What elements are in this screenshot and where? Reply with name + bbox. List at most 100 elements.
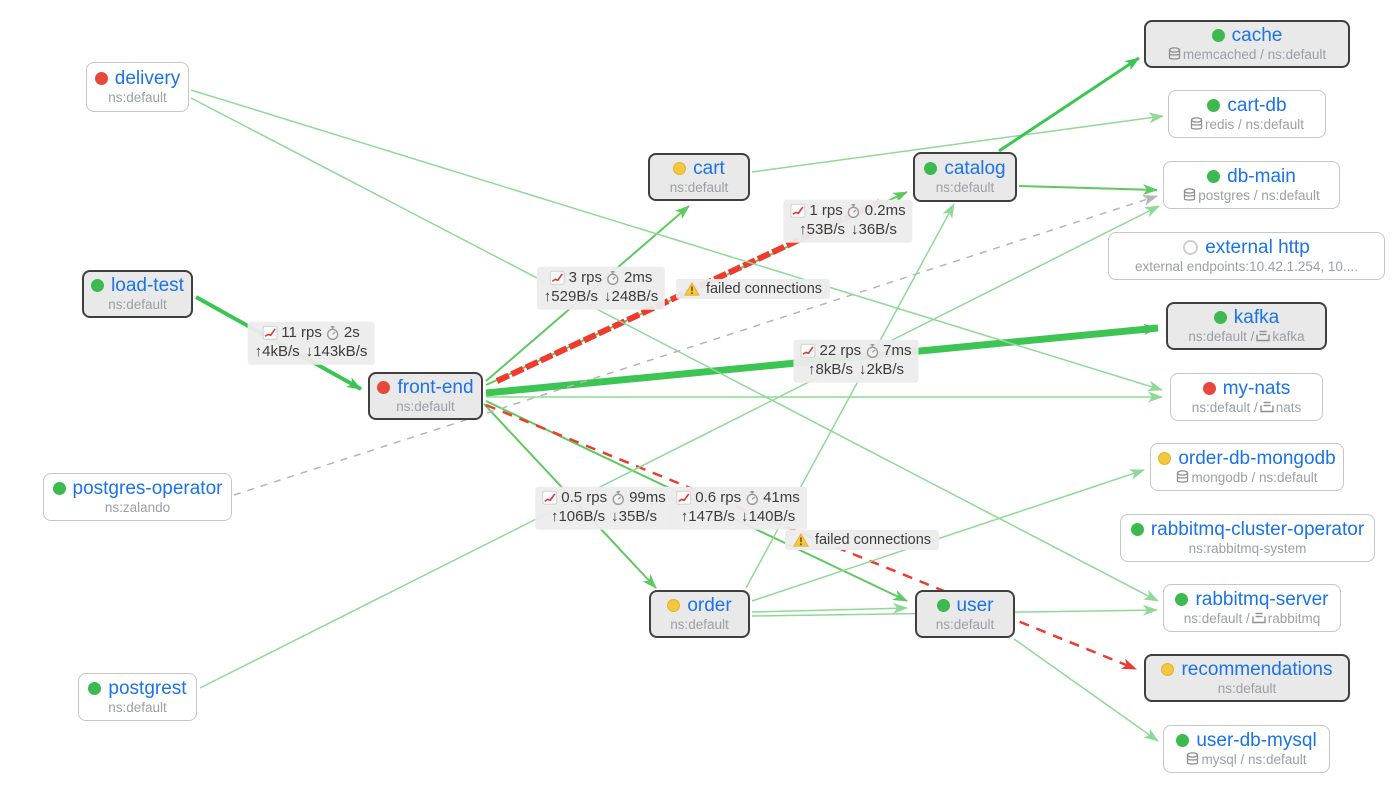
edge-user-to-user-db-mysql (1013, 638, 1159, 742)
edge-metrics-front-end-kafka: 22 rps 7ms ↑8kB/s ↓2kB/s (793, 339, 919, 383)
subtitle-text: ns:zalando (104, 499, 171, 515)
warning-text: failed connections (705, 281, 823, 297)
metric-line-1: 22 rps 7ms (800, 341, 912, 361)
latency: 7ms (883, 341, 912, 359)
rabbitmq-server-status-dot (1175, 593, 1189, 607)
postgrest-subtitle: ns:default (108, 700, 167, 716)
node-header: db-main (1207, 166, 1296, 187)
rabbitmq-cluster-operator-status-dot (1130, 523, 1144, 537)
download-throughput: ↓143kB/s (305, 342, 368, 360)
subtitle-text: ns:default / (1188, 328, 1255, 344)
node-header: rabbitmq-server (1175, 589, 1329, 610)
download-throughput: ↓2kB/s (858, 360, 905, 378)
cache-title: cache (1231, 24, 1283, 46)
metric-line-2: ↑53B/s ↓36B/s (790, 221, 905, 240)
upload-throughput: ↑8kB/s (807, 360, 853, 378)
metric-line-2: ↑8kB/s ↓2kB/s (800, 361, 911, 380)
edge-warning-front-end-recommendations: failed connections (784, 530, 940, 550)
catalog-status-dot (924, 162, 938, 176)
warning-text: failed connections (814, 532, 932, 548)
request-rate: 22 rps (819, 341, 862, 359)
request-rate: 1 rps (809, 201, 843, 219)
db-main-subtitle: postgres / ns:default (1183, 188, 1320, 204)
edge-order-to-order-db-mongodb (751, 469, 1145, 602)
metric-line-1: 1 rps 0.2ms (790, 201, 906, 221)
latency: 0.2ms (864, 201, 906, 219)
stopwatch-icon (606, 270, 620, 286)
edge-warning-front-end-catalog: failed connections (675, 279, 831, 299)
queue-icon (1256, 330, 1271, 342)
subtitle-text: ns:default / (1183, 610, 1250, 626)
edge-postgrest-to-db-main (199, 205, 1160, 689)
database-icon (1176, 470, 1189, 484)
request-rate: 0.6 rps (695, 488, 742, 506)
cart-subtitle: ns:default (670, 180, 729, 196)
node-header: user-db-mysql (1176, 730, 1317, 751)
upload-throughput: ↑4kB/s (254, 342, 300, 360)
subtitle-text: mongodb / ns:default (1191, 469, 1318, 485)
download-throughput: ↓36B/s (851, 220, 897, 238)
kafka-status-dot (1213, 311, 1227, 325)
request-rate: 3 rps (568, 268, 602, 286)
upload-throughput: ↑147B/s (680, 507, 735, 525)
order-subtitle: ns:default (670, 617, 729, 633)
subtitle-text: ns:default (670, 616, 729, 632)
delivery-title: delivery (114, 67, 181, 89)
postgres-operator-title: postgres-operator (72, 477, 223, 499)
warning-icon (793, 533, 809, 547)
order-title: order (687, 594, 732, 616)
user-status-dot (936, 599, 950, 613)
request-rate: 0.5 rps (561, 488, 608, 506)
subtitle-text: redis / ns:default (1204, 116, 1305, 132)
upload-throughput: ↑106B/s (550, 507, 606, 525)
load-test-subtitle: ns:default (108, 297, 167, 313)
load-test-status-dot (91, 279, 105, 293)
external-http-status-dot (1183, 240, 1199, 256)
upload-throughput: ↑529B/s (543, 287, 598, 305)
cart-db-subtitle: redis / ns:default (1190, 117, 1304, 133)
order-db-mongodb-title: order-db-mongodb (1178, 447, 1336, 469)
cart-db-status-dot (1207, 99, 1221, 113)
subtitle-text: memcached / ns:default (1182, 46, 1327, 62)
edge-metrics-front-end-catalog: 1 rps 0.2ms ↑53B/s ↓36B/s (783, 199, 913, 243)
node-header: cart (673, 158, 725, 179)
latency: 2ms (624, 268, 653, 286)
database-icon (1183, 188, 1196, 202)
order-db-mongodb-subtitle: mongodb / ns:default (1176, 469, 1318, 486)
cache-status-dot (1211, 29, 1225, 43)
chart-icon (800, 344, 816, 359)
cart-db-title: cart-db (1227, 94, 1287, 116)
subtitle-text: ns:default (108, 296, 167, 312)
kafka-subtitle: ns:default / kafka (1188, 329, 1304, 345)
delivery-subtitle: ns:default (108, 90, 167, 106)
upload-throughput: ↑53B/s (799, 220, 845, 238)
user-title: user (956, 594, 994, 616)
node-header: front-end (377, 377, 474, 398)
